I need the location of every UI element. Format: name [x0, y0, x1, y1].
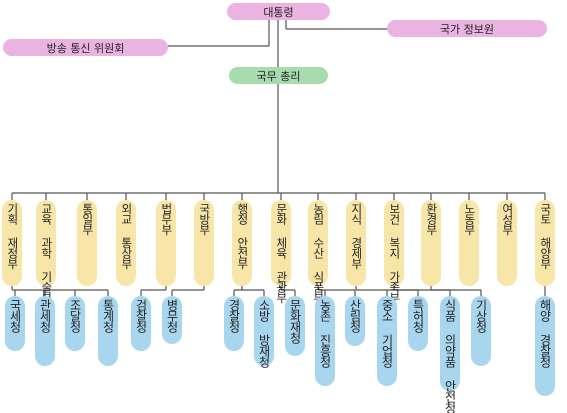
agency-label: 소방 방재청: [257, 299, 271, 367]
agency-label: 병무청: [165, 299, 179, 332]
agency-box: 식품 의약품 안전청: [440, 296, 460, 413]
broadcast-commission-box: 방송 통신 위원회: [3, 39, 168, 56]
agency-box: 농촌 진흥청: [315, 296, 335, 386]
agency-label: 기상청: [474, 299, 488, 332]
ministry-label: 문화 체육 관광부: [274, 203, 289, 303]
president-box: 대통령: [227, 3, 330, 20]
agency-box: 국세청: [5, 296, 25, 351]
ministry-box: 환경부: [421, 200, 441, 286]
agency-label: 통계청: [101, 299, 115, 332]
ministry-box: 문화 체육 관광부: [271, 200, 291, 303]
broadcast-commission-label: 방송 통신 위원회: [46, 41, 125, 55]
agency-box: 경찰청: [224, 296, 244, 351]
agency-label: 산림청: [348, 299, 362, 332]
ministry-label: 지식 경제부: [349, 203, 364, 269]
agency-label: 해양 경찰청: [538, 299, 552, 367]
agency-label: 문화재청: [288, 299, 302, 343]
ministry-label: 행정 안전부: [235, 203, 250, 269]
agency-box: 기상청: [471, 296, 491, 366]
intelligence-service-label: 국가 정보원: [439, 22, 495, 36]
agency-label: 중소 기업청: [380, 299, 394, 367]
connector-lines: [11, 20, 546, 296]
ministry-box: 행정 안전부: [232, 200, 252, 286]
ministry-label: 국토 해양부: [538, 203, 553, 269]
ministry-label: 외교 통상부: [119, 203, 134, 269]
agency-label: 특허청: [411, 299, 425, 332]
ministry-label: 통일부: [80, 203, 95, 235]
agency-box: 관세청: [35, 296, 55, 366]
ministry-box: 국토 해양부: [535, 200, 555, 286]
agency-box: 중소 기업청: [377, 296, 397, 386]
ministry-box: 노동부: [459, 200, 479, 286]
ministry-box: 통일부: [77, 200, 97, 286]
ministry-box: 보건 복지 가족부: [384, 200, 404, 303]
agency-label: 조달청: [68, 299, 82, 332]
ministry-box: 농림 수산 식품부: [308, 200, 328, 303]
ministry-box: 여성부: [497, 200, 517, 286]
agency-label: 식품 의약품 안전청: [443, 299, 457, 413]
president-label: 대통령: [263, 5, 294, 19]
ministry-box: 교육 과학 기술부: [36, 200, 56, 303]
prime-minister-label: 국무 총리: [256, 69, 301, 83]
ministry-label: 노동부: [462, 203, 477, 235]
ministry-box: 외교 통상부: [116, 200, 136, 286]
agency-label: 관세청: [38, 299, 52, 332]
agency-label: 농촌 진흥청: [318, 299, 332, 367]
agency-label: 검찰청: [134, 299, 148, 332]
ministry-box: 지식 경제부: [346, 200, 366, 286]
agency-box: 문화재청: [285, 296, 305, 356]
ministry-label: 보건 복지 가족부: [387, 203, 402, 303]
ministry-label: 기획 재정부: [5, 203, 20, 269]
ministry-label: 여성부: [500, 203, 515, 235]
ministry-label: 교육 과학 기술부: [39, 203, 54, 303]
agency-box: 특허청: [408, 296, 428, 351]
prime-minister-box: 국무 총리: [229, 67, 328, 84]
agency-box: 산림청: [345, 296, 365, 346]
intelligence-service-box: 국가 정보원: [387, 20, 547, 37]
ministry-box: 기획 재정부: [2, 200, 22, 286]
ministry-box: 국방부: [194, 200, 214, 286]
ministry-label: 환경부: [424, 203, 439, 235]
agency-label: 경찰청: [227, 299, 241, 332]
agency-box: 병무청: [162, 296, 182, 344]
ministry-label: 법무부: [159, 203, 174, 235]
agency-box: 해양 경찰청: [535, 296, 555, 396]
agency-box: 조달청: [65, 296, 85, 351]
agency-box: 소방 방재청: [254, 296, 274, 367]
ministry-label: 농림 수산 식품부: [311, 203, 326, 303]
ministry-box: 법무부: [156, 200, 176, 286]
agency-box: 검찰청: [131, 296, 151, 351]
agency-label: 국세청: [8, 299, 22, 332]
ministry-label: 국방부: [197, 203, 212, 235]
agency-box: 통계청: [98, 296, 118, 366]
